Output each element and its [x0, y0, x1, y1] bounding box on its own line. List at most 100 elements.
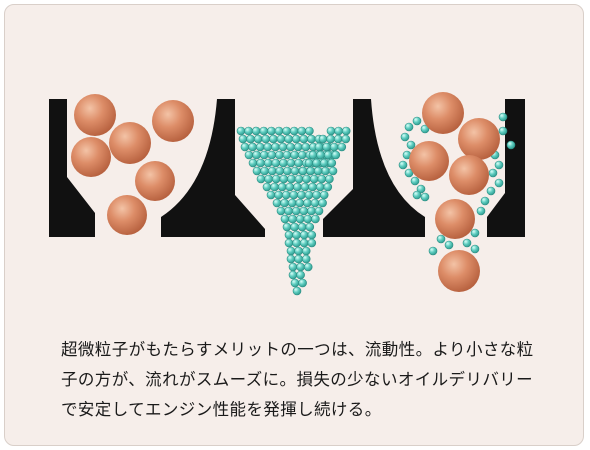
small-particle — [313, 166, 323, 176]
small-particle — [236, 126, 246, 136]
small-particle — [328, 166, 338, 176]
small-particle — [333, 134, 343, 144]
large-particle — [458, 118, 500, 160]
small-particle — [248, 158, 258, 168]
small-particle — [308, 182, 317, 192]
funnel-wall-center-right — [323, 99, 425, 237]
small-particle — [476, 206, 486, 216]
small-particle — [306, 166, 315, 176]
large-particle — [409, 141, 449, 181]
small-particle — [240, 142, 250, 152]
small-particle — [284, 238, 294, 248]
small-particle — [287, 174, 296, 184]
small-particle — [294, 246, 303, 256]
small-particle — [251, 126, 261, 136]
small-particle — [279, 174, 289, 184]
small-particle — [326, 126, 336, 136]
small-particle — [307, 238, 317, 248]
small-particle — [252, 150, 261, 160]
small-particle — [281, 190, 291, 200]
small-particle — [300, 182, 310, 192]
small-particle — [264, 174, 273, 184]
small-particle — [276, 134, 286, 144]
small-particle — [319, 190, 329, 200]
small-particle — [302, 174, 311, 184]
small-particle — [278, 142, 288, 152]
small-particle — [248, 142, 257, 152]
caption-text: 超微粒子がもたらすメリットの一つは、流動性。より小さな粒 子の方が、流れがスムー… — [61, 335, 561, 425]
small-particle — [293, 142, 303, 152]
small-particle — [470, 228, 480, 238]
small-particle — [307, 206, 316, 216]
small-particle — [286, 142, 295, 152]
large-particle — [152, 100, 194, 142]
small-particle — [494, 160, 504, 170]
small-particle — [292, 238, 301, 248]
small-particle — [284, 134, 293, 144]
small-particle — [296, 270, 305, 280]
small-particle — [341, 134, 351, 144]
small-particle — [462, 238, 472, 248]
small-particle — [494, 178, 504, 188]
small-particle — [285, 182, 295, 192]
small-particle — [267, 150, 277, 160]
small-particle — [297, 150, 307, 160]
small-particle — [498, 112, 508, 122]
small-particle — [263, 142, 273, 152]
small-particle — [238, 134, 248, 144]
small-particle — [286, 246, 296, 256]
small-particle — [326, 134, 335, 144]
small-particle — [275, 150, 284, 160]
small-particle — [341, 126, 351, 136]
small-particle — [314, 142, 324, 152]
small-particle — [271, 158, 281, 168]
small-particle — [301, 142, 311, 152]
small-particle — [323, 182, 333, 192]
large-particle — [435, 199, 475, 239]
small-particle — [244, 126, 253, 136]
particle-flow-illustration — [49, 92, 525, 296]
small-particle — [289, 126, 299, 136]
small-particle — [286, 158, 296, 168]
small-particle — [506, 140, 516, 150]
small-particle — [277, 182, 287, 192]
small-particle — [416, 184, 426, 194]
small-particle — [486, 186, 496, 196]
small-particle — [318, 134, 328, 144]
large-particle — [422, 92, 464, 134]
small-particle — [318, 198, 327, 208]
small-particle — [282, 150, 292, 160]
small-particle — [337, 142, 347, 152]
caption-line: 超微粒子がもたらすメリットの一つは、流動性。より小さな粒 — [61, 340, 534, 359]
small-particle — [316, 150, 325, 160]
large-particle — [109, 122, 151, 164]
funnel-wall-left — [49, 99, 95, 237]
small-particle — [255, 142, 265, 152]
large-particle — [74, 94, 116, 136]
small-particle — [275, 166, 285, 176]
small-particle — [327, 158, 337, 168]
small-particle — [311, 214, 320, 224]
small-particle — [317, 174, 327, 184]
small-particle — [267, 126, 276, 136]
small-particle — [246, 134, 255, 144]
small-particle — [412, 190, 422, 200]
small-particle — [288, 262, 298, 272]
small-particle — [297, 222, 307, 232]
small-particles — [236, 112, 516, 296]
small-particle — [322, 142, 331, 152]
small-particle — [276, 206, 286, 216]
small-particle — [297, 126, 307, 136]
small-particle — [295, 214, 305, 224]
small-particle — [444, 240, 454, 250]
small-particle — [304, 158, 314, 168]
small-particle — [304, 190, 314, 200]
small-particle — [400, 132, 410, 142]
small-particle — [284, 206, 293, 216]
small-particle — [428, 246, 438, 256]
small-particle — [312, 158, 321, 168]
caption-line: 子の方が、流れがスムーズに。損失の少ないオイルデリバリー — [61, 370, 534, 389]
small-particle — [282, 222, 292, 232]
small-particle — [253, 134, 263, 144]
funnel-wall-right — [487, 99, 525, 237]
